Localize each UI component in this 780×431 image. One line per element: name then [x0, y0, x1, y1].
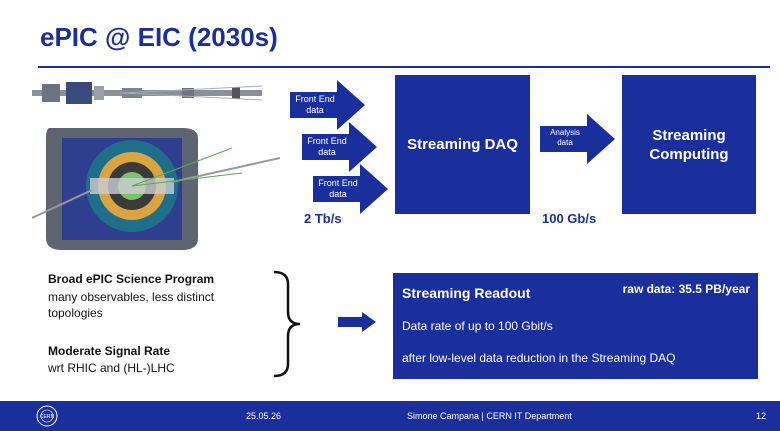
- right-brace-icon: [273, 270, 301, 378]
- signal-rate-heading: Moderate Signal Rate: [48, 344, 171, 358]
- front-end-label-2: Front End data: [307, 136, 347, 157]
- signal-rate-body: wrt RHIC and (HL-)LHC: [48, 361, 175, 375]
- small-arrow-icon: [338, 312, 376, 332]
- footer-page-number: 12: [755, 411, 766, 421]
- streaming-daq-box: Streaming DAQ: [395, 75, 530, 214]
- analysis-label: Analysis data: [550, 128, 580, 147]
- analysis-arrow: Analysis data: [540, 114, 615, 164]
- readout-raw-data: raw data: 35.5 PB/year: [622, 282, 750, 296]
- cern-logo-text: CERN: [40, 414, 55, 420]
- rate-out-label: 100 Gb/s: [542, 211, 597, 226]
- science-program-line2: topologies: [48, 306, 103, 320]
- detector-image: [32, 82, 280, 250]
- front-end-arrow-1: Front End data: [290, 80, 365, 130]
- title-divider: [38, 66, 770, 68]
- front-end-arrow-2: Front End data: [302, 122, 377, 172]
- front-end-label-1: Front End data: [295, 94, 335, 115]
- cern-logo-icon: CERN: [36, 405, 58, 427]
- front-end-arrow-3: Front End data: [313, 164, 388, 214]
- readout-line2: after low-level data reduction in the St…: [402, 351, 676, 365]
- footer-bar: CERN 25.05.26 Simone Campana | CERN IT D…: [0, 401, 780, 431]
- readout-title: Streaming Readout: [402, 285, 531, 301]
- science-program-line1: many observables, less distinct: [48, 290, 215, 304]
- footer-date: 25.05.26: [246, 411, 282, 421]
- science-program-heading: Broad ePIC Science Program: [48, 272, 215, 286]
- readout-line1: Data rate of up to 100 Gbit/s: [402, 319, 553, 333]
- slide-title: ePIC @ EIC (2030s): [40, 22, 278, 52]
- streaming-daq-label: Streaming DAQ: [407, 136, 518, 153]
- streaming-computing-box: Streaming Computing: [622, 75, 756, 214]
- front-end-label-3: Front End data: [318, 178, 358, 199]
- streaming-computing-label: Streaming Computing: [649, 126, 729, 163]
- streaming-readout-box: Streaming Readout raw data: 35.5 PB/year…: [393, 273, 758, 379]
- footer-author: Simone Campana | CERN IT Department: [407, 411, 572, 421]
- rate-in-label: 2 Tb/s: [304, 211, 342, 226]
